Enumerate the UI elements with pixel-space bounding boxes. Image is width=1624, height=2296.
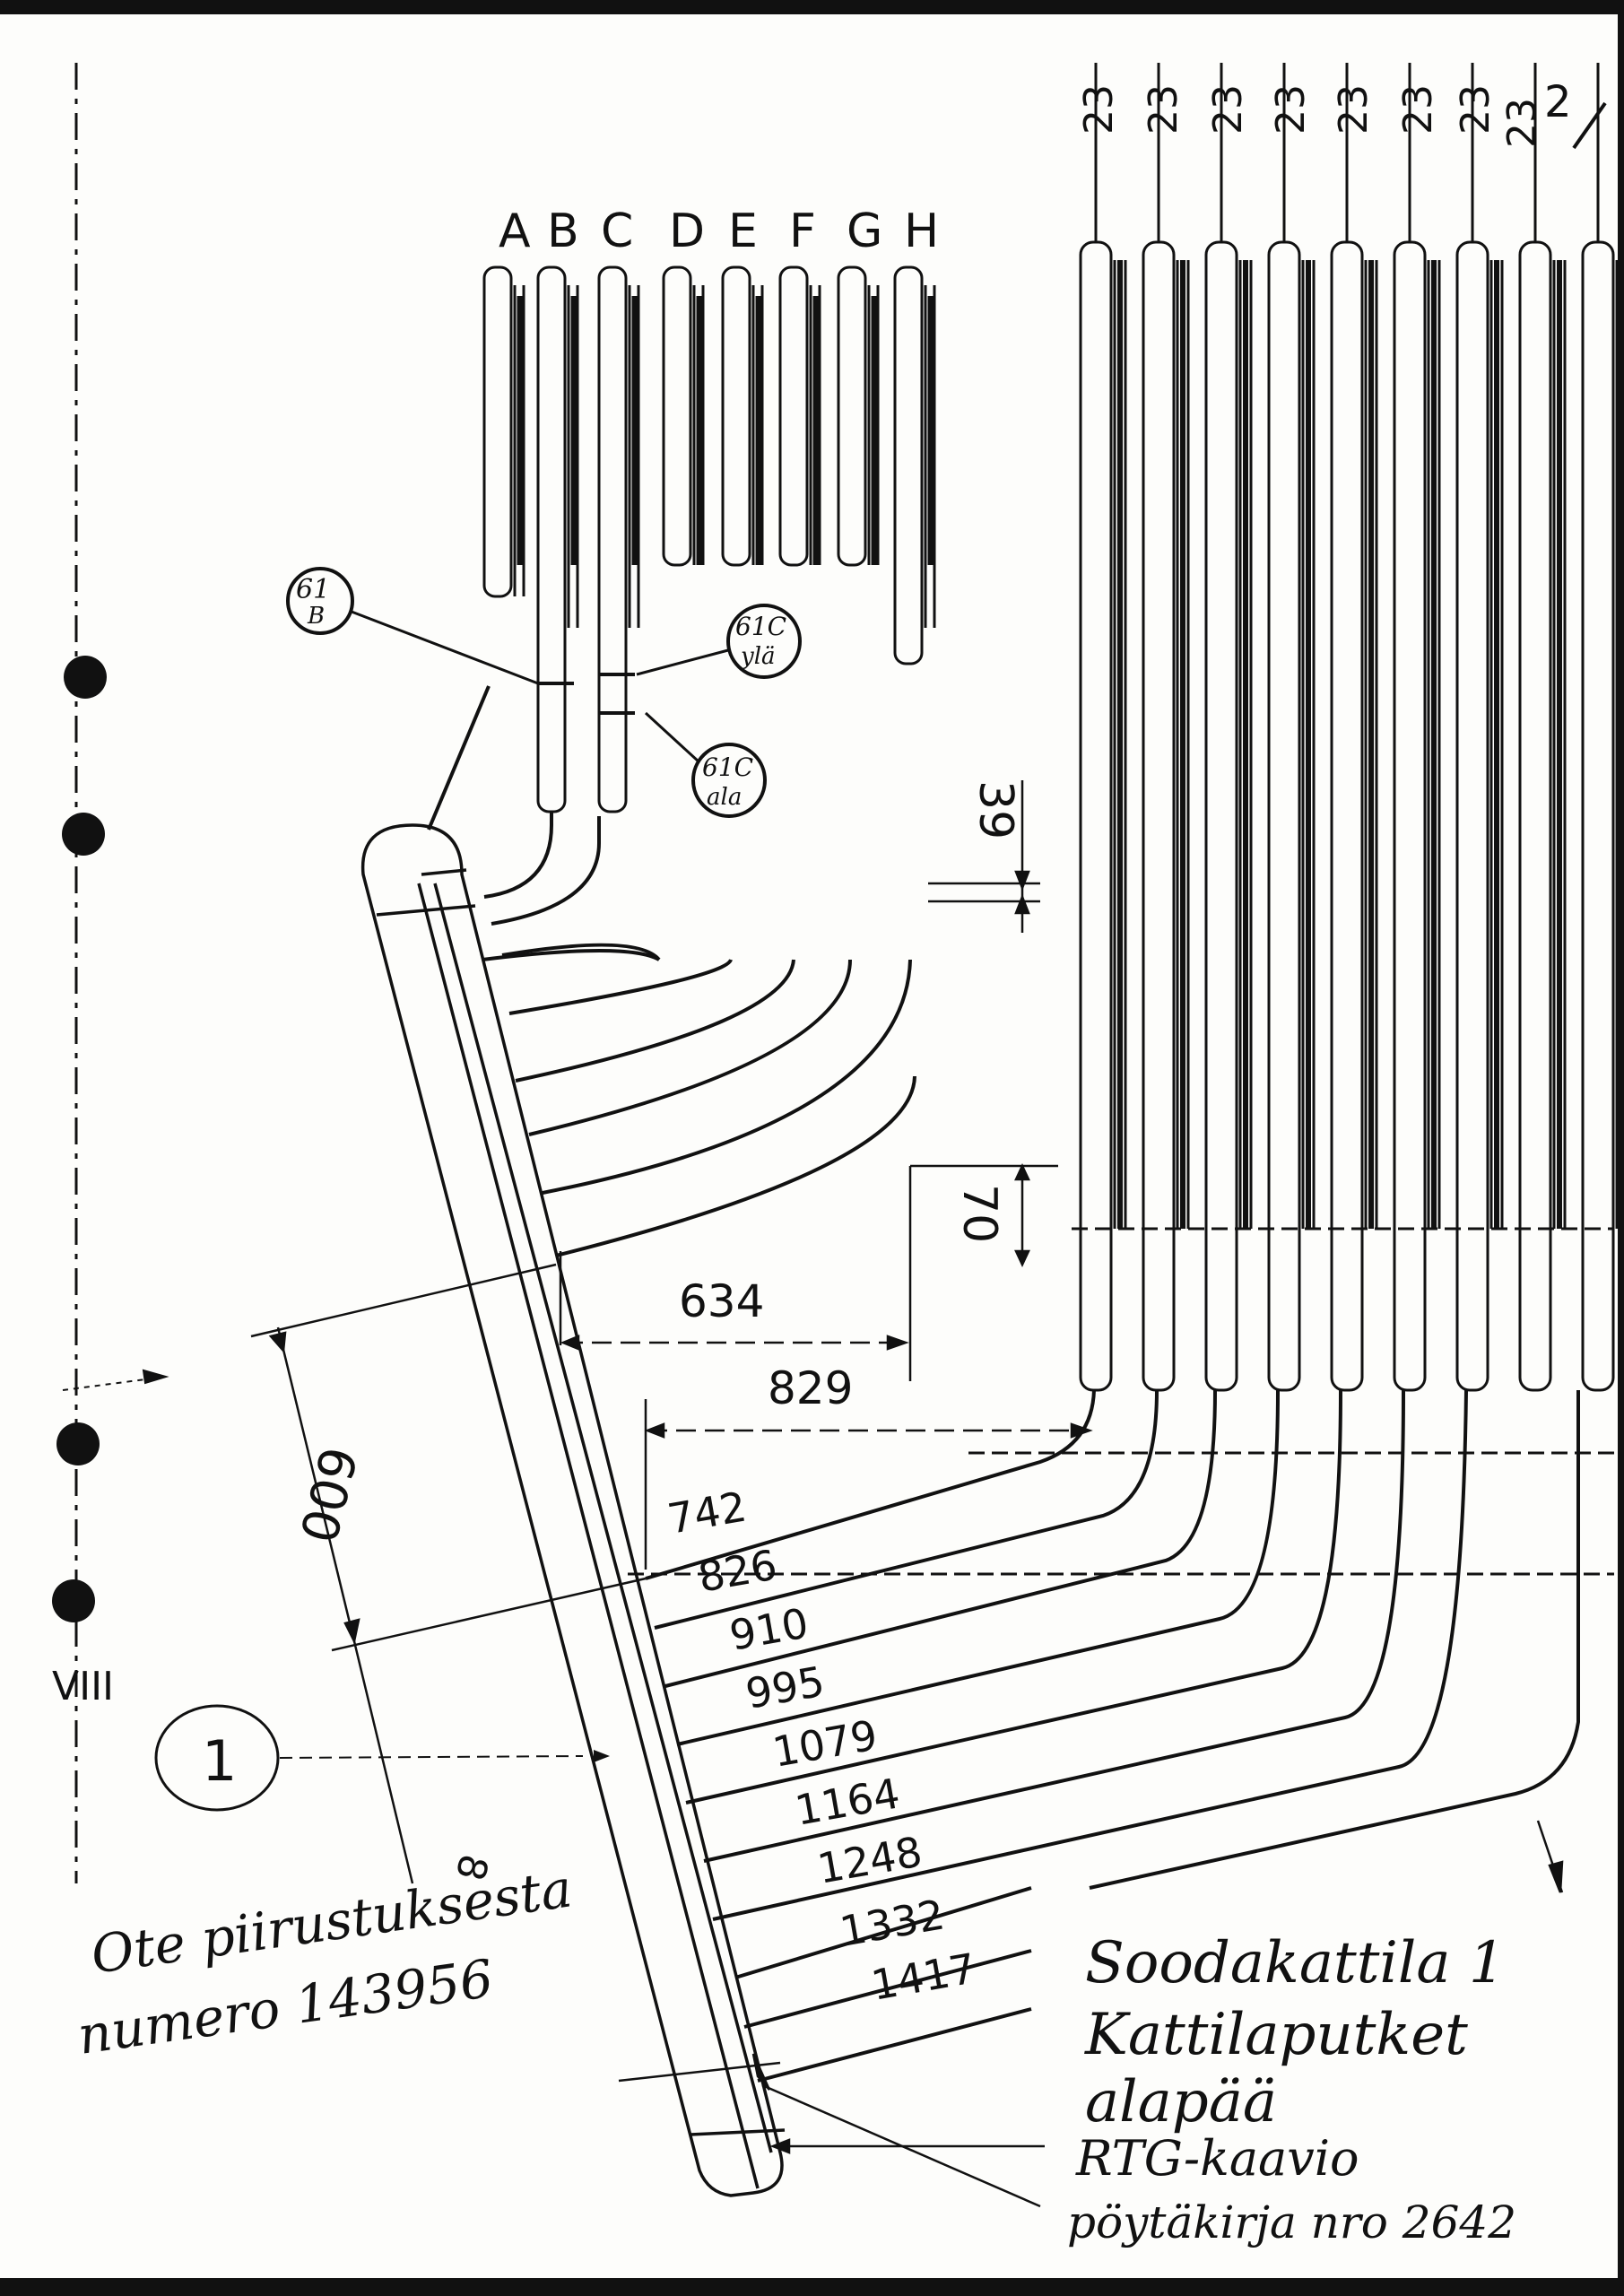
top-label: 23 [1499,98,1545,148]
tube-outline [1330,240,1364,1392]
top-scan-edge [0,0,1624,14]
tube-outline [1455,240,1489,1392]
tube-outline [482,265,513,598]
tube-outline [1581,240,1615,1392]
column-label-g: G [847,204,882,258]
bottom-scan-edge [0,2278,1624,2296]
tube-outline [536,265,567,813]
note-right-line2: Kattilaputket [1084,2002,1468,2068]
note-left: Ote piirustuksesta numero 143956 [74,1857,575,2066]
tube-bundle-a-h [482,265,936,813]
callout-61b: 61 B [286,567,574,685]
lower-bend-tubes [645,1389,1580,2083]
tube-outline [1142,240,1176,1392]
connector-line [427,685,491,831]
callout-61c-yla: 61C ylä [599,604,802,679]
tube-length-label: 995 [743,1657,829,1718]
svg-text:61C: 61C [735,612,786,641]
column-labels: A B C D E F G H [499,204,939,258]
note-right-line3: alapää [1085,2069,1277,2135]
note-right-line5: pöytäkirja nro 2642 [1067,2196,1516,2248]
column-label-b: B [547,204,579,258]
callout-61c-ala: 61C ala [599,711,767,818]
svg-text:634: 634 [679,1275,764,1327]
dimension-70: 70 [908,1163,1058,1381]
svg-text:61: 61 [296,574,330,605]
column-label-h: H [904,204,939,258]
column-label-c: C [601,204,633,258]
tube-outline [1518,240,1552,1392]
top-label: 23 [1076,84,1122,135]
svg-text:1: 1 [202,1728,237,1794]
tube-length-label: 1332 [837,1890,949,1956]
tube-length-label: 1248 [814,1827,926,1893]
tube-outline [662,265,692,567]
top-row-labels: 23 23 23 23 23 23 23 23 2 [1076,77,1607,150]
svg-text:600: 600 [288,1441,368,1548]
svg-text:61C: 61C [702,752,753,782]
tube-outline [1393,240,1427,1392]
svg-text:39: 39 [968,780,1022,839]
svg-text:ala: ala [707,784,742,811]
top-label: 23 [1141,84,1186,135]
tube-outline [597,265,628,813]
margin-text: VIII [52,1664,114,1709]
upper-bend-tubes [482,812,916,1257]
note-right-line1: Soodakattila 1 [1085,1930,1506,1996]
tube-outline [1079,240,1113,1392]
top-label: 23 [1453,84,1498,135]
section-marker: 1 [154,1704,610,1812]
top-label: 2 [1544,77,1572,127]
binder-holes [52,656,107,1622]
tube-length-label: 1417 [868,1944,980,2010]
svg-text:ylä: ylä [740,643,776,670]
tube-outline [893,265,924,665]
svg-text:70: 70 [952,1184,1006,1243]
tube-length-label: 1164 [792,1769,904,1835]
svg-text:829: 829 [768,1362,853,1414]
tube-outline [1267,240,1301,1392]
dimension-39: 39 [928,780,1040,933]
top-label: 23 [1205,84,1251,135]
column-label-a: A [499,204,531,258]
header-pipe [360,823,786,2197]
column-label-f: F [789,204,816,258]
column-label-e: E [728,204,758,258]
tube-outline [778,265,809,567]
svg-text:B: B [307,603,325,630]
tube-length-label: 742 [664,1482,751,1543]
note-left-line1: Ote piirustuksesta [87,1857,575,1986]
dimension-634-829: 634 829 [559,1251,1093,1570]
tube-outline [721,265,751,567]
tube-length-label: 826 [695,1540,781,1601]
note-right-line4: RTG-kaavio [1075,2130,1359,2187]
tube-outline [837,265,867,567]
margin-arrow [62,1369,169,1391]
column-label-d: D [669,204,705,258]
top-label: 23 [1268,84,1314,135]
tube-outline [1204,240,1238,1392]
top-label: 23 [1331,84,1376,135]
dimension-600: 600 8 [250,1263,647,1885]
tube-bank-right [628,63,1624,1576]
header-bottom-arrows [618,1820,1564,2208]
note-right: Soodakattila 1 Kattilaputket alapää RTG-… [1067,1930,1516,2248]
top-label: 23 [1395,84,1441,135]
